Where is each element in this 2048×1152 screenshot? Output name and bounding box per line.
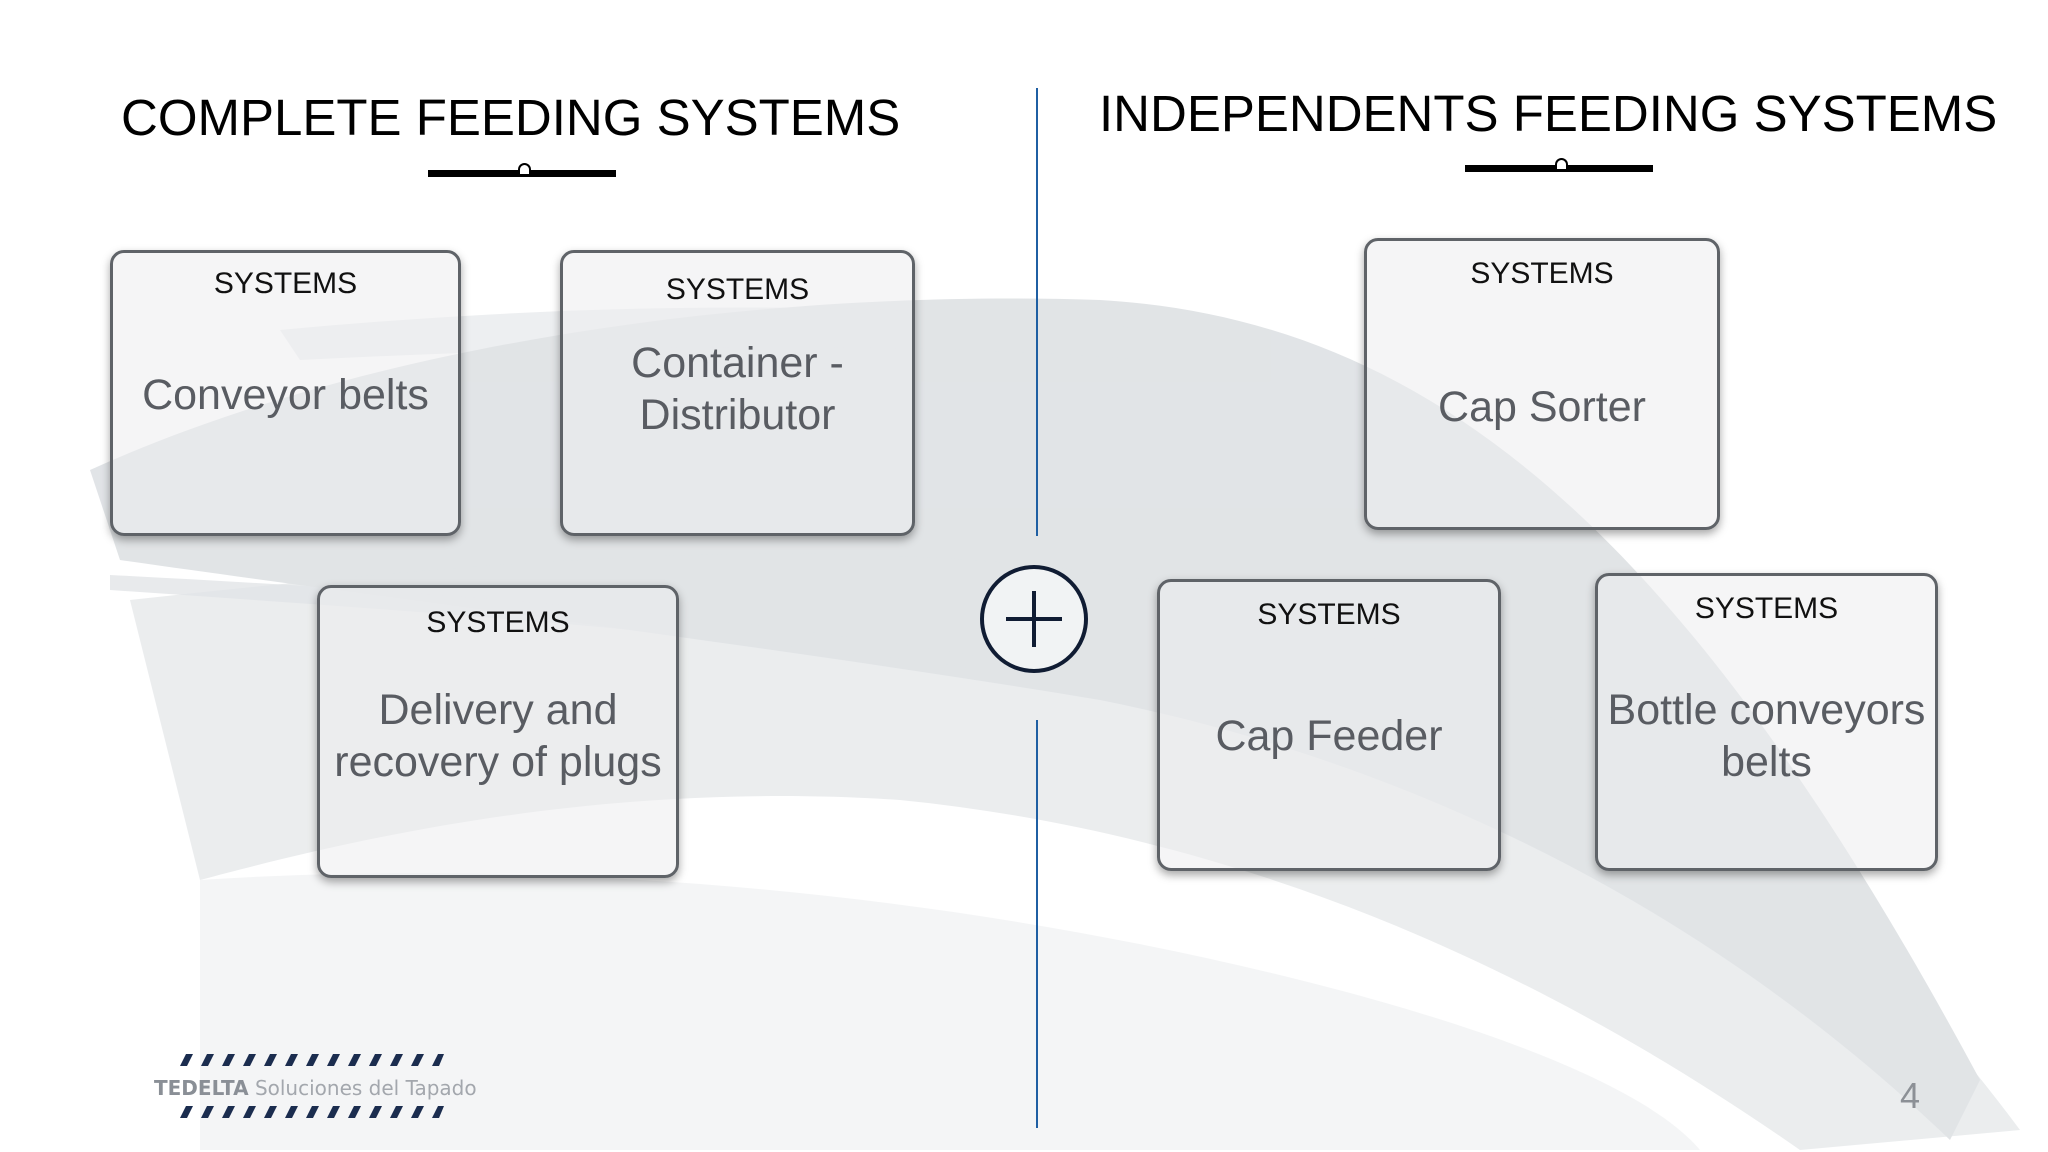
card-delivery-recovery-plugs: SYSTEMS Delivery and recovery of plugs [317,585,679,878]
logo-dashes-top [180,1054,444,1066]
page-number: 4 [1900,1075,1921,1116]
logo-text: TEDELTA Soluciones del Tapado [154,1076,477,1100]
card-tag: SYSTEMS [426,606,570,639]
plus-circle-icon [980,565,1088,673]
card-label: Delivery and recovery of plugs [334,686,662,786]
tedelta-logo: TEDELTA Soluciones del Tapado [154,1052,477,1124]
card-tag: SYSTEMS [665,273,810,306]
divider-bottom [1036,720,1038,1128]
card-label: Cap Sorter [1438,383,1646,431]
card-conveyor-belts: SYSTEMS Conveyor belts [110,250,461,536]
card-label: Conveyor belts [142,371,429,419]
card-label: Container - Distributor [631,339,844,439]
card-label: Cap Feeder [1215,712,1443,760]
card-tag: SYSTEMS [1257,598,1401,631]
right-heading: INDEPENDENTS FEEDING SYSTEMS [1099,85,1998,142]
card-tag: SYSTEMS [1470,257,1614,290]
card-container-distributor: SYSTEMS Container - Distributor [560,250,915,536]
card-cap-sorter: SYSTEMS Cap Sorter [1364,238,1720,530]
card-tag: SYSTEMS [213,267,358,300]
left-heading-underline [428,163,616,177]
card-cap-feeder: SYSTEMS Cap Feeder [1157,579,1501,871]
logo-dashes-bottom [180,1106,444,1118]
card-bottle-conveyors-belts: SYSTEMS Bottle conveyors belts [1595,573,1938,871]
card-label: Bottle conveyors belts [1607,686,1926,786]
left-heading: COMPLETE FEEDING SYSTEMS [121,89,901,146]
card-tag: SYSTEMS [1694,592,1839,625]
right-heading-underline [1465,158,1653,172]
divider-top [1036,88,1038,536]
